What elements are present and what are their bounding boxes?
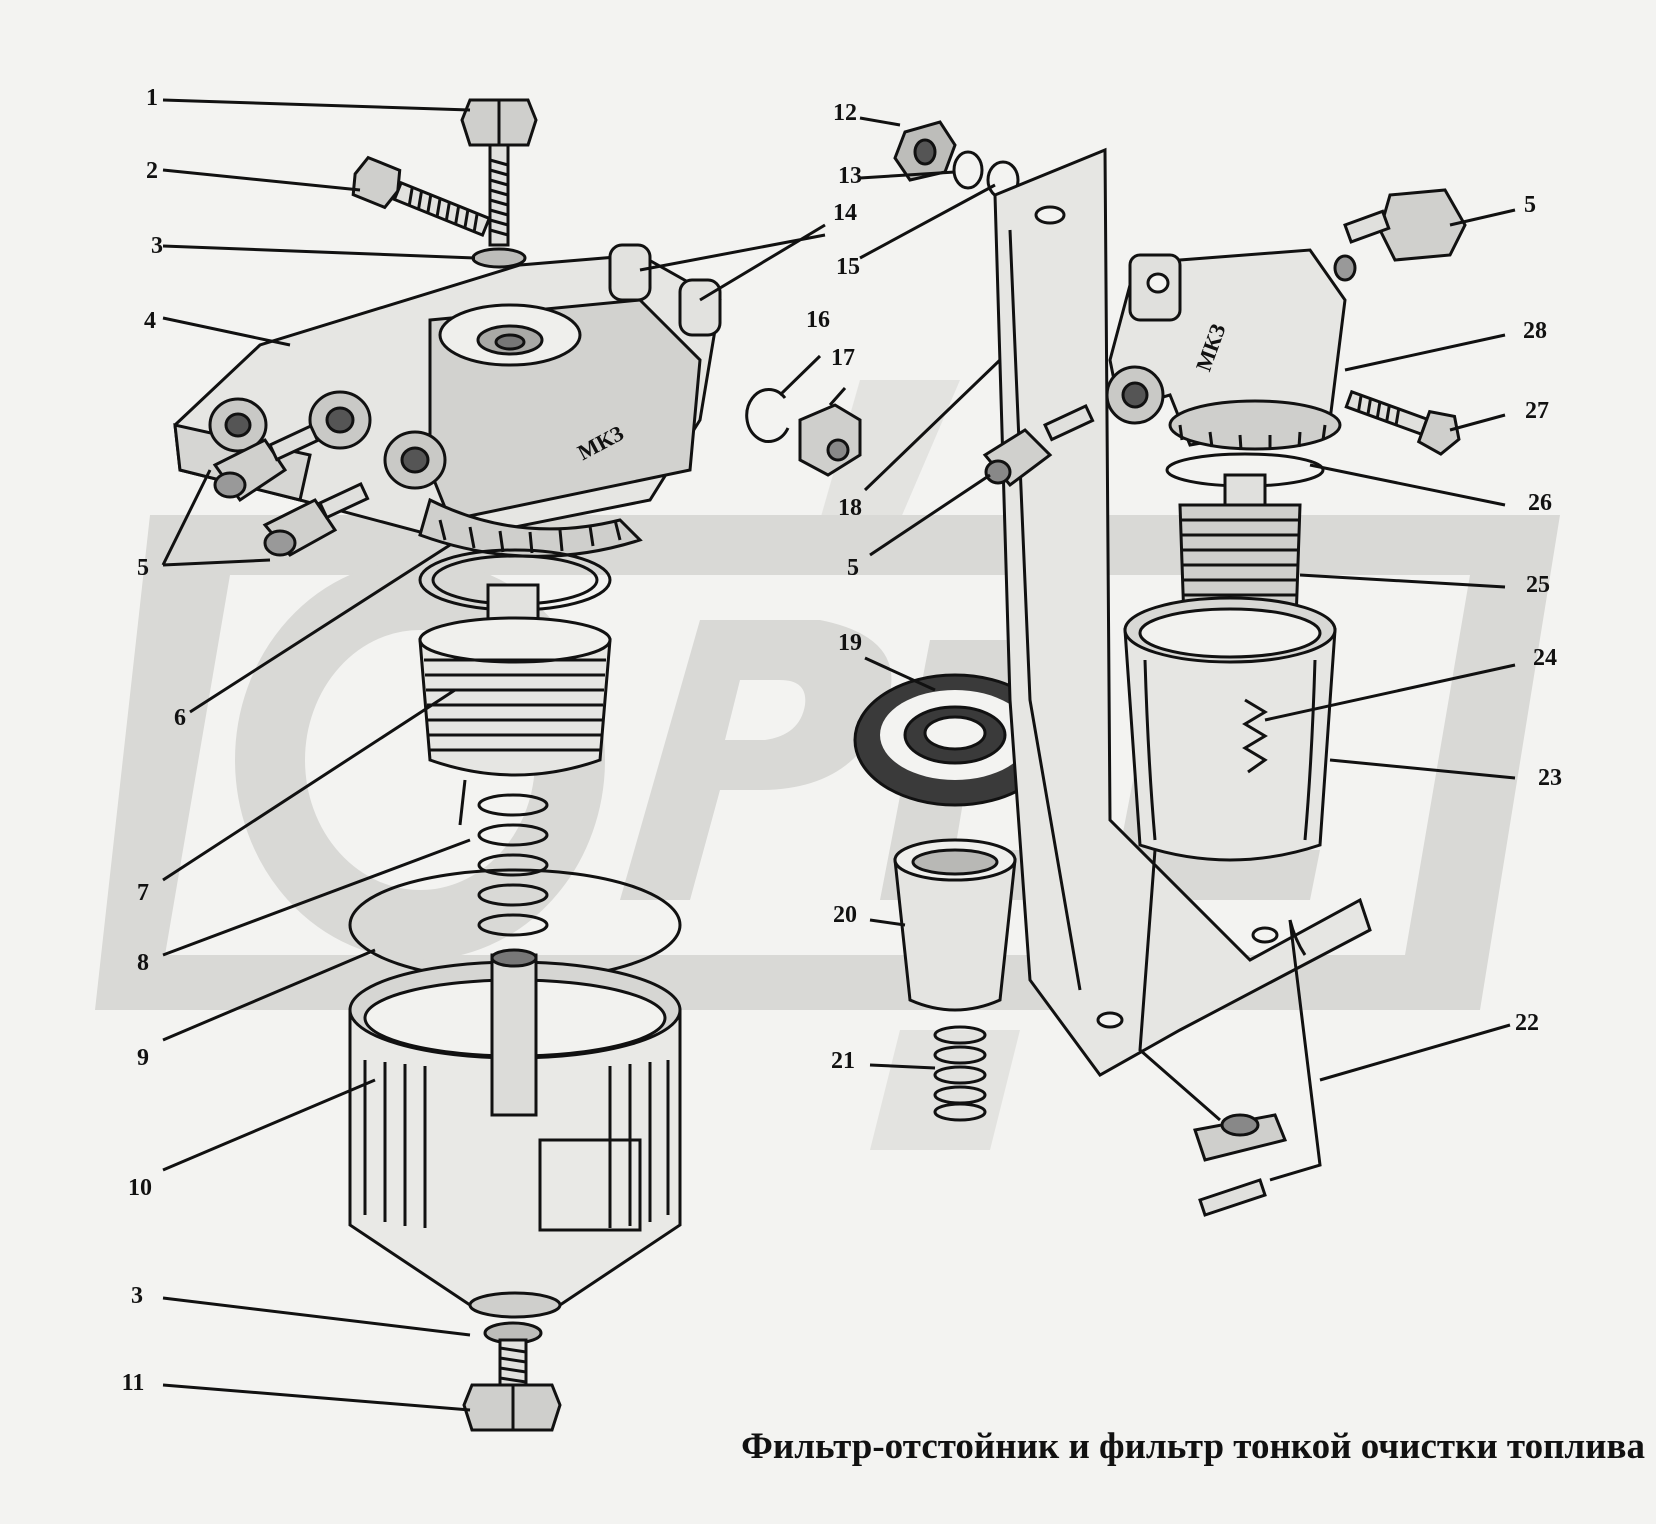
callout-2: 2: [146, 158, 158, 184]
filter-head-drawing: МКЗ: [173, 243, 722, 558]
callout-20: 20: [833, 902, 857, 928]
bolt-27-drawing: [1344, 389, 1461, 456]
callout-6: 6: [174, 705, 186, 731]
callout-labels: 1234567891031112131415161718519202152827…: [122, 85, 1562, 1396]
fitting-5-bracket-drawing: [982, 403, 1095, 488]
callout-25: 25: [1526, 572, 1550, 598]
callout-3b: 3: [131, 1283, 143, 1309]
settler-filter-assembly: МКЗ: [173, 98, 722, 1432]
callout-15: 15: [836, 254, 860, 280]
callout-1: 1: [146, 85, 158, 111]
callout-28: 28: [1523, 318, 1547, 344]
drain-plug-11-drawing: [462, 1338, 562, 1432]
callout-9: 9: [137, 1045, 149, 1071]
bracket-18-drawing: [993, 147, 1372, 1077]
fitting-5-left-drawing: [212, 423, 370, 557]
middle-small-parts: [745, 120, 1057, 1122]
callout-18: 18: [838, 495, 862, 521]
plate-19-drawing: [853, 673, 1057, 807]
callout-4: 4: [144, 308, 156, 334]
callout-5c: 5: [1524, 192, 1536, 218]
callout-23: 23: [1538, 765, 1562, 791]
callout-14: 14: [833, 200, 857, 226]
bolt-1-drawing: [460, 98, 538, 247]
diagram-title: Фильтр-отстойник и фильтр тонкой очистки…: [741, 1426, 1645, 1467]
spring-21-drawing: [933, 1025, 987, 1122]
callout-3a: 3: [151, 233, 163, 259]
callout-19: 19: [838, 630, 862, 656]
spring-24-drawing: [1242, 698, 1268, 774]
callout-27: 27: [1525, 398, 1549, 424]
leader-lines: [161, 98, 1516, 1412]
fine-bowl-23-drawing: [1123, 596, 1337, 862]
washer-13-drawing: [952, 150, 984, 190]
callout-22: 22: [1515, 1010, 1539, 1036]
callout-21: 21: [831, 1048, 855, 1074]
fine-filter-head-drawing: МКЗ: [1105, 248, 1347, 451]
callout-26: 26: [1528, 490, 1552, 516]
fitting-5-top-right-drawing: [1333, 188, 1467, 282]
bolt-2-drawing: [351, 155, 492, 238]
callout-17: 17: [831, 345, 855, 371]
cup-20-drawing: [893, 838, 1017, 1012]
spring-8-drawing: [477, 793, 549, 937]
clamp-22-drawing: [1138, 849, 1322, 1217]
callout-11: 11: [122, 1370, 145, 1396]
callout-7: 7: [137, 880, 149, 906]
callout-13: 13: [838, 163, 862, 189]
callout-5b: 5: [847, 555, 859, 581]
callout-24: 24: [1533, 645, 1557, 671]
filter-element-7-drawing: [418, 583, 612, 826]
callout-12: 12: [833, 100, 857, 126]
fine-filter-assembly: МКЗ: [982, 147, 1467, 1217]
callout-10: 10: [128, 1175, 152, 1201]
callout-5a: 5: [137, 555, 149, 581]
ring-16-drawing: [745, 387, 790, 443]
callout-16: 16: [806, 307, 830, 333]
bowl-10-drawing: [348, 948, 682, 1319]
callout-8: 8: [137, 950, 149, 976]
